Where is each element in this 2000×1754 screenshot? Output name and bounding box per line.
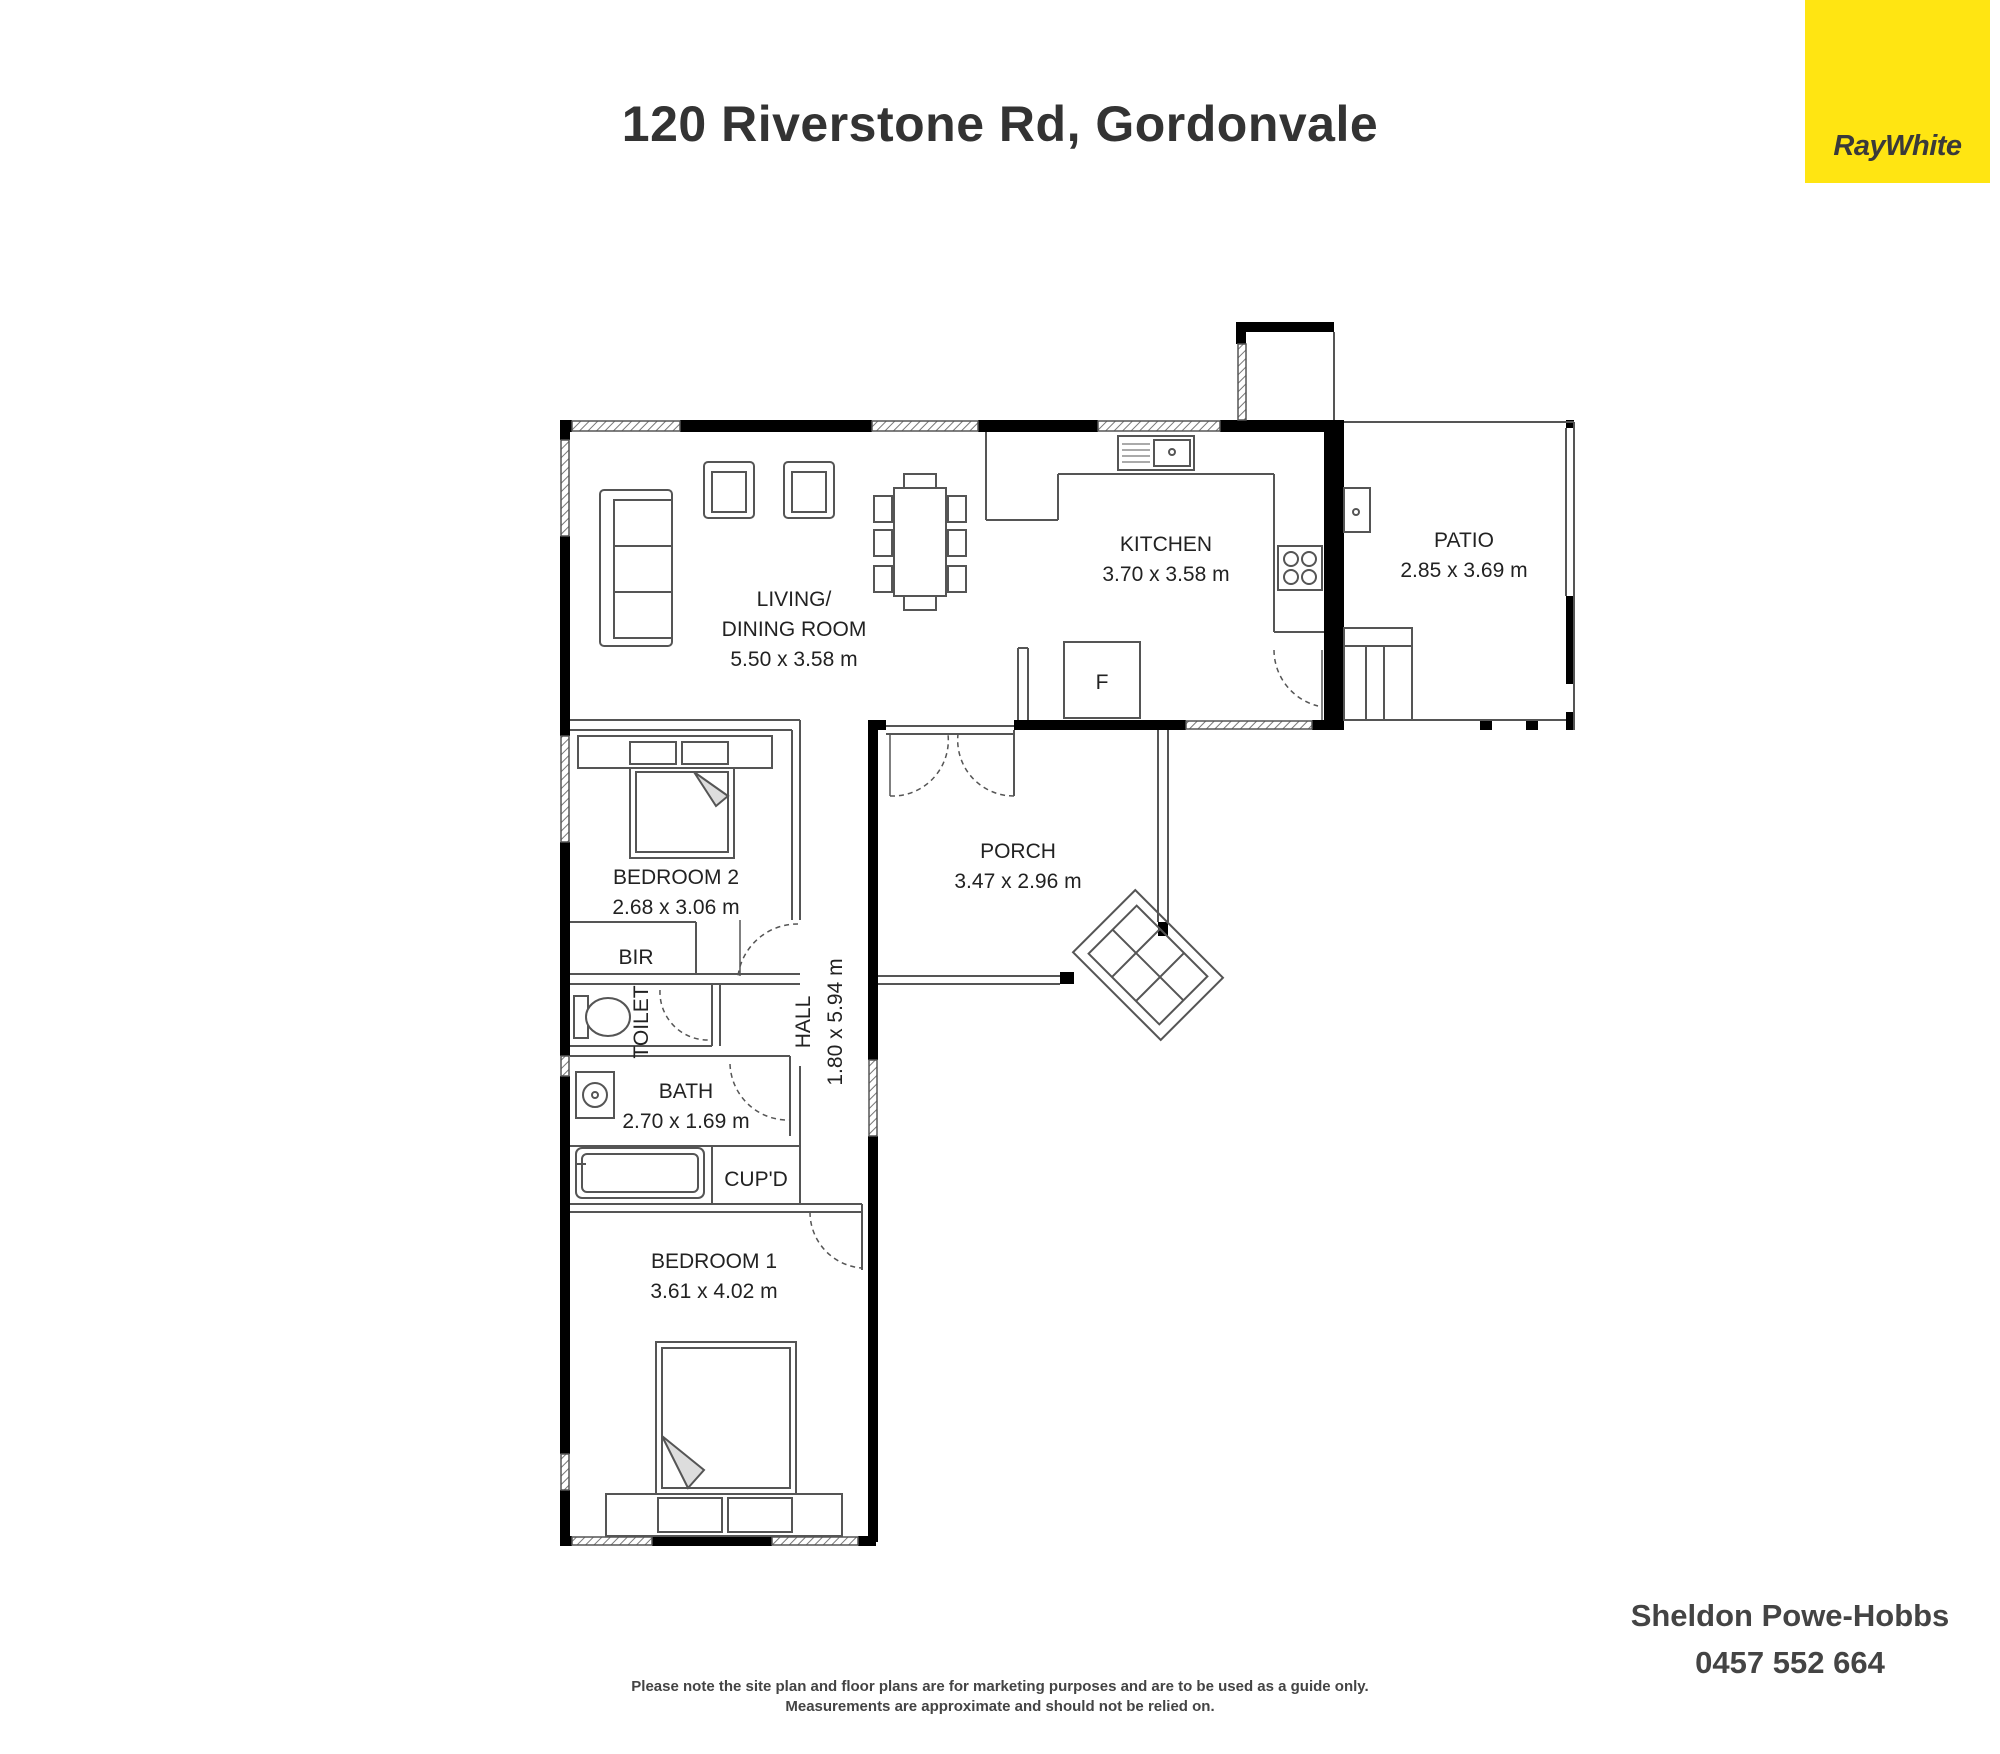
hall-name: HALL: [792, 996, 815, 1049]
patio-size: 2.85 x 3.69 m: [1400, 559, 1527, 582]
hall-size: 1.80 x 5.94 m: [824, 958, 847, 1085]
property-address-title: 120 Riverstone Rd, Gordonvale: [621, 96, 1379, 152]
agent-name: Sheldon Powe-Hobbs: [1630, 1598, 1950, 1633]
fridge-label: F: [1096, 671, 1109, 694]
exterior-walls: [560, 322, 1574, 1546]
living-room-name-2: DINING ROOM: [722, 618, 867, 641]
room-labels: LIVING/ DINING ROOM 5.50 x 3.58 m KITCHE…: [612, 529, 1527, 1303]
windows: [560, 343, 1313, 1546]
cupd-label: CUP'D: [724, 1168, 788, 1191]
kitchen-name: KITCHEN: [1120, 533, 1212, 556]
bath-size: 2.70 x 1.69 m: [622, 1110, 749, 1133]
furniture: [573, 461, 967, 1537]
doors: [659, 649, 1323, 1269]
bedroom1-size: 3.61 x 4.02 m: [650, 1280, 777, 1303]
logo-text: RayWhite: [1833, 130, 1962, 162]
bath-name: BATH: [659, 1080, 713, 1103]
living-room-size: 5.50 x 3.58 m: [730, 648, 857, 671]
disclaimer-line-2: Measurements are approximate and should …: [785, 1698, 1215, 1715]
porch-size: 3.47 x 2.96 m: [954, 870, 1081, 893]
patio-name: PATIO: [1434, 529, 1494, 552]
living-room-name-1: LIVING/: [757, 588, 832, 611]
toilet-label: TOILET: [630, 985, 653, 1058]
bir-label: BIR: [618, 946, 653, 969]
disclaimer-line-1: Please note the site plan and floor plan…: [631, 1678, 1369, 1695]
bedroom2-name: BEDROOM 2: [613, 866, 739, 889]
raywhite-logo: RayWhite: [1805, 0, 1990, 183]
bedroom1-name: BEDROOM 1: [651, 1250, 777, 1273]
agent-phone: 0457 552 664: [1695, 1645, 1885, 1680]
interior-lines: [570, 332, 1575, 1270]
bedroom2-size: 2.68 x 3.06 m: [612, 896, 739, 919]
kitchen-size: 3.70 x 3.58 m: [1102, 563, 1229, 586]
porch-name: PORCH: [980, 840, 1056, 863]
